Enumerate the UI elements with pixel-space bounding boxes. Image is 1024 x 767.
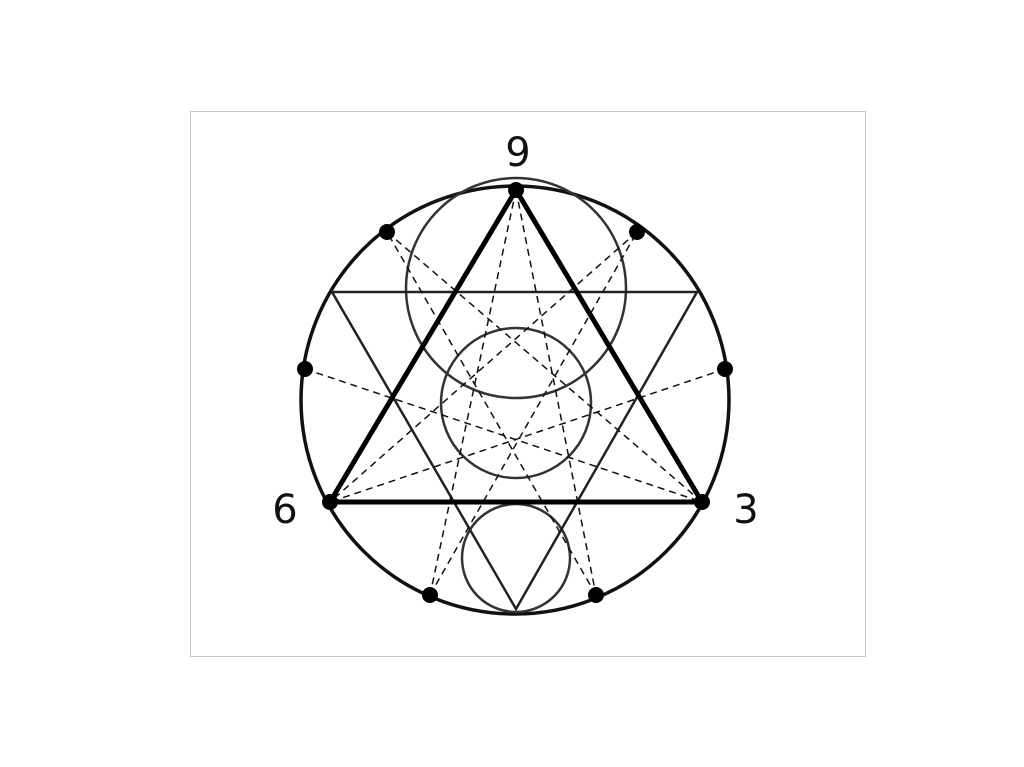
outer-circle bbox=[299, 184, 731, 616]
point-7 bbox=[297, 361, 313, 377]
point-5 bbox=[422, 587, 438, 603]
point-6 bbox=[322, 494, 338, 510]
point-4 bbox=[588, 587, 604, 603]
point-9 bbox=[508, 182, 524, 198]
circle-points bbox=[297, 182, 733, 603]
upper-inner-circle bbox=[404, 176, 628, 400]
label-6: 6 bbox=[272, 487, 297, 533]
inverted-triangle bbox=[329, 290, 700, 612]
lower-inner-circle bbox=[460, 502, 572, 614]
main-triangle bbox=[327, 187, 705, 505]
point-2 bbox=[717, 361, 733, 377]
middle-inner-circle bbox=[439, 326, 593, 480]
label-3: 3 bbox=[733, 487, 758, 533]
point-1 bbox=[629, 224, 645, 240]
label-9: 9 bbox=[505, 130, 530, 176]
point-3 bbox=[694, 494, 710, 510]
dashed-connections bbox=[304, 189, 726, 596]
point-8 bbox=[379, 224, 395, 240]
